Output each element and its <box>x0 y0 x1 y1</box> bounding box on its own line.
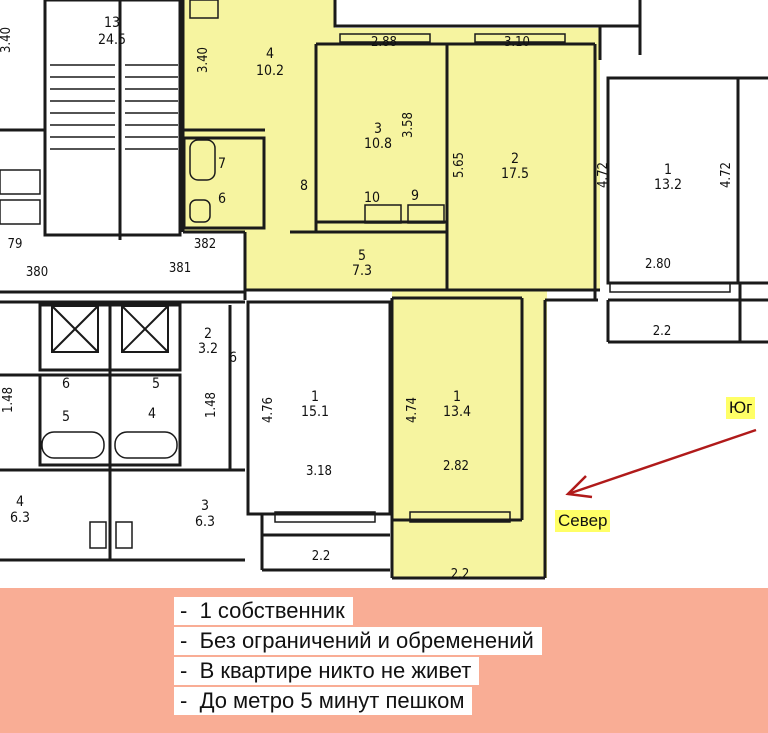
room-4-area: 10.2 <box>256 63 284 79</box>
dim-top-a: 2.88 <box>371 35 397 50</box>
dim-382: 382 <box>194 237 216 252</box>
room-6-num: 6 <box>218 191 226 207</box>
dim-edge-340: 3.40 <box>0 27 14 53</box>
room-6s-num: 6 <box>229 350 237 366</box>
room-1b-area: 13.4 <box>443 404 471 420</box>
room-1r-num: 1 <box>664 162 672 178</box>
compass-north-label: Север <box>555 510 611 532</box>
room-8-num: 8 <box>300 178 308 194</box>
direction-arrow <box>565 428 757 499</box>
room-3-num: 3 <box>374 121 382 137</box>
room-4-num: 4 <box>266 46 274 62</box>
room-3-dim: 3.58 <box>401 112 416 138</box>
room-9-num: 9 <box>411 188 419 204</box>
feature-item: - 1 собственник <box>174 597 542 625</box>
dimension-labels: 2.88 3.10 4.72 3.40 3.40 382 381 380 79 … <box>0 27 611 418</box>
room-labels: 13 24.5 4 10.2 3 10.8 3.58 2 17.5 5.65 5… <box>10 15 734 582</box>
room-1r-dim: 4.72 <box>719 162 734 188</box>
room-1b-dim-w: 4.74 <box>405 397 420 423</box>
room-7-num: 7 <box>218 156 226 172</box>
room-5-area: 7.3 <box>352 263 372 279</box>
feature-text: До метро 5 минут пешком <box>199 688 465 713</box>
floor-plan: 13 24.5 4 10.2 3 10.8 3.58 2 17.5 5.65 5… <box>0 0 768 582</box>
room-3l-area: 6.3 <box>195 514 215 530</box>
dim-148a: 1.48 <box>1 387 16 413</box>
compass-south-label: Юг <box>726 397 756 419</box>
room-3-area: 10.8 <box>364 136 392 152</box>
feature-item: - Без ограничений и обременений <box>174 627 542 655</box>
plumbing-fixtures <box>0 0 445 549</box>
room-4l-num: 4 <box>16 494 24 510</box>
feature-text: Без ограничений и обременений <box>199 628 534 653</box>
room-5-num: 5 <box>358 248 366 264</box>
room-2-dim: 5.65 <box>452 152 467 178</box>
dim-left-340: 3.40 <box>196 47 211 73</box>
room-1b-num: 1 <box>453 389 461 405</box>
feature-text: 1 собственник <box>199 598 345 623</box>
feature-item: - В квартире никто не живет <box>174 657 542 685</box>
feature-text: В квартире никто не живет <box>199 658 472 683</box>
room-2-area: 17.5 <box>501 166 529 182</box>
dim-148b: 1.48 <box>204 392 219 418</box>
dim-79: 79 <box>8 237 23 252</box>
elevator-shafts <box>51 305 169 353</box>
room-2s-area: 3.2 <box>198 341 218 357</box>
dim-top-b: 3.10 <box>504 35 530 50</box>
balcony-1c: 2.2 <box>312 549 331 564</box>
staircase <box>50 64 178 150</box>
room-1b-dim-h: 2.82 <box>443 459 469 474</box>
dim-r2-right: 4.72 <box>596 162 611 188</box>
room-2s-num: 2 <box>204 326 212 342</box>
room-1c-area: 15.1 <box>301 404 329 420</box>
room-1c-dim-h: 3.18 <box>306 464 332 479</box>
room-13-area: 24.5 <box>98 32 126 48</box>
room-1r-area: 13.2 <box>654 177 682 193</box>
room-1c-dim-w: 4.76 <box>261 397 276 423</box>
room-2-num: 2 <box>511 151 519 167</box>
lift-label-5b: 5 <box>62 409 70 425</box>
dim-380: 380 <box>26 265 48 280</box>
feature-item: - До метро 5 минут пешком <box>174 687 542 715</box>
room-4l-area: 6.3 <box>10 510 30 526</box>
lift-label-6: 6 <box>62 376 70 392</box>
balcony-1b: 2.2 <box>451 567 470 582</box>
feature-list: - 1 собственник - Без ограничений и обре… <box>174 597 542 717</box>
room-1c-num: 1 <box>311 389 319 405</box>
windows <box>274 33 731 523</box>
walls <box>0 0 768 580</box>
room-1r-dim-h: 2.80 <box>645 257 671 272</box>
lift-label-5a: 5 <box>152 376 160 392</box>
room-10-num: 10 <box>364 190 380 206</box>
balcony-1r: 2.2 <box>653 324 672 339</box>
room-13-num: 13 <box>104 15 120 31</box>
lift-label-4: 4 <box>148 406 156 422</box>
room-3l-num: 3 <box>201 498 209 514</box>
dim-381: 381 <box>169 261 191 276</box>
